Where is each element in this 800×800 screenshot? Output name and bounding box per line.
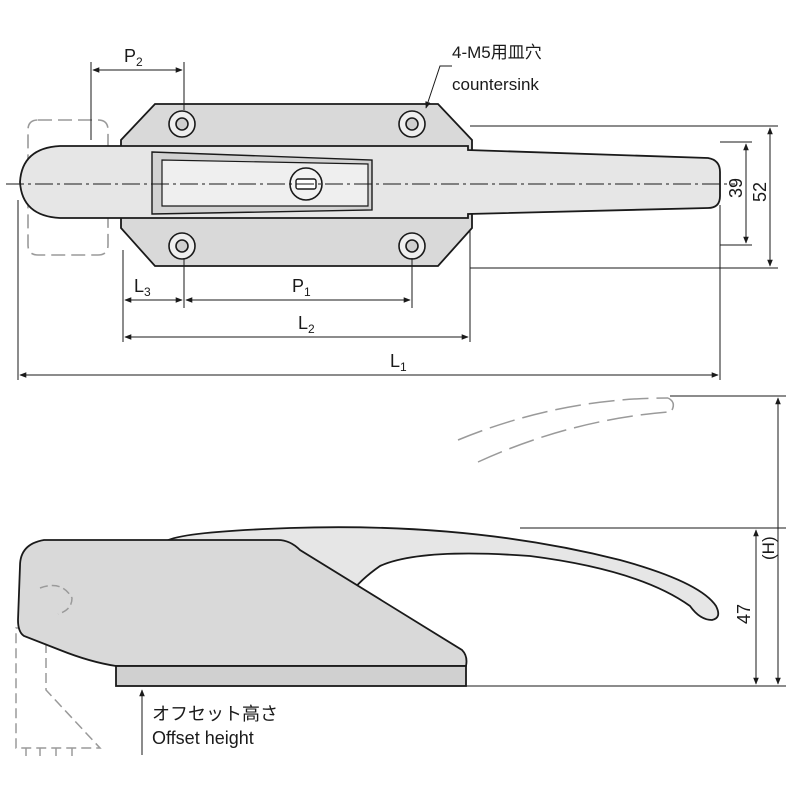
label-47: 47 xyxy=(734,604,754,624)
base-plate-side xyxy=(115,665,467,687)
side-view xyxy=(15,397,720,756)
label-39: 39 xyxy=(726,178,746,198)
top-dim-labels: P2 L3 P1 L2 L1 39 52 4-M5用皿穴 countersink xyxy=(124,43,770,374)
label-l1: L1 xyxy=(390,351,407,374)
label-countersink: countersink xyxy=(452,75,539,94)
lever-arm-side xyxy=(162,526,720,621)
countersink-holes xyxy=(168,110,426,260)
lever-open-ghost xyxy=(457,397,669,463)
top-view xyxy=(6,103,735,267)
label-h: (H) xyxy=(759,536,778,560)
catch-ghost xyxy=(27,119,109,256)
side-dim-labels: 47 (H) オフセット高さ Offset height xyxy=(152,536,778,748)
label-p2: P2 xyxy=(124,46,143,69)
label-p1: P1 xyxy=(292,276,311,299)
label-offset-jp: オフセット高さ xyxy=(152,704,278,724)
label-52: 52 xyxy=(750,182,770,202)
side-dimensions xyxy=(139,395,786,755)
top-dimensions xyxy=(17,62,778,380)
label-l3: L3 xyxy=(134,276,151,299)
label-hole-spec: 4-M5用皿穴 xyxy=(452,43,542,62)
label-l2: L2 xyxy=(298,313,315,336)
base-body-side xyxy=(17,539,468,667)
label-offset-en: Offset height xyxy=(152,728,254,748)
